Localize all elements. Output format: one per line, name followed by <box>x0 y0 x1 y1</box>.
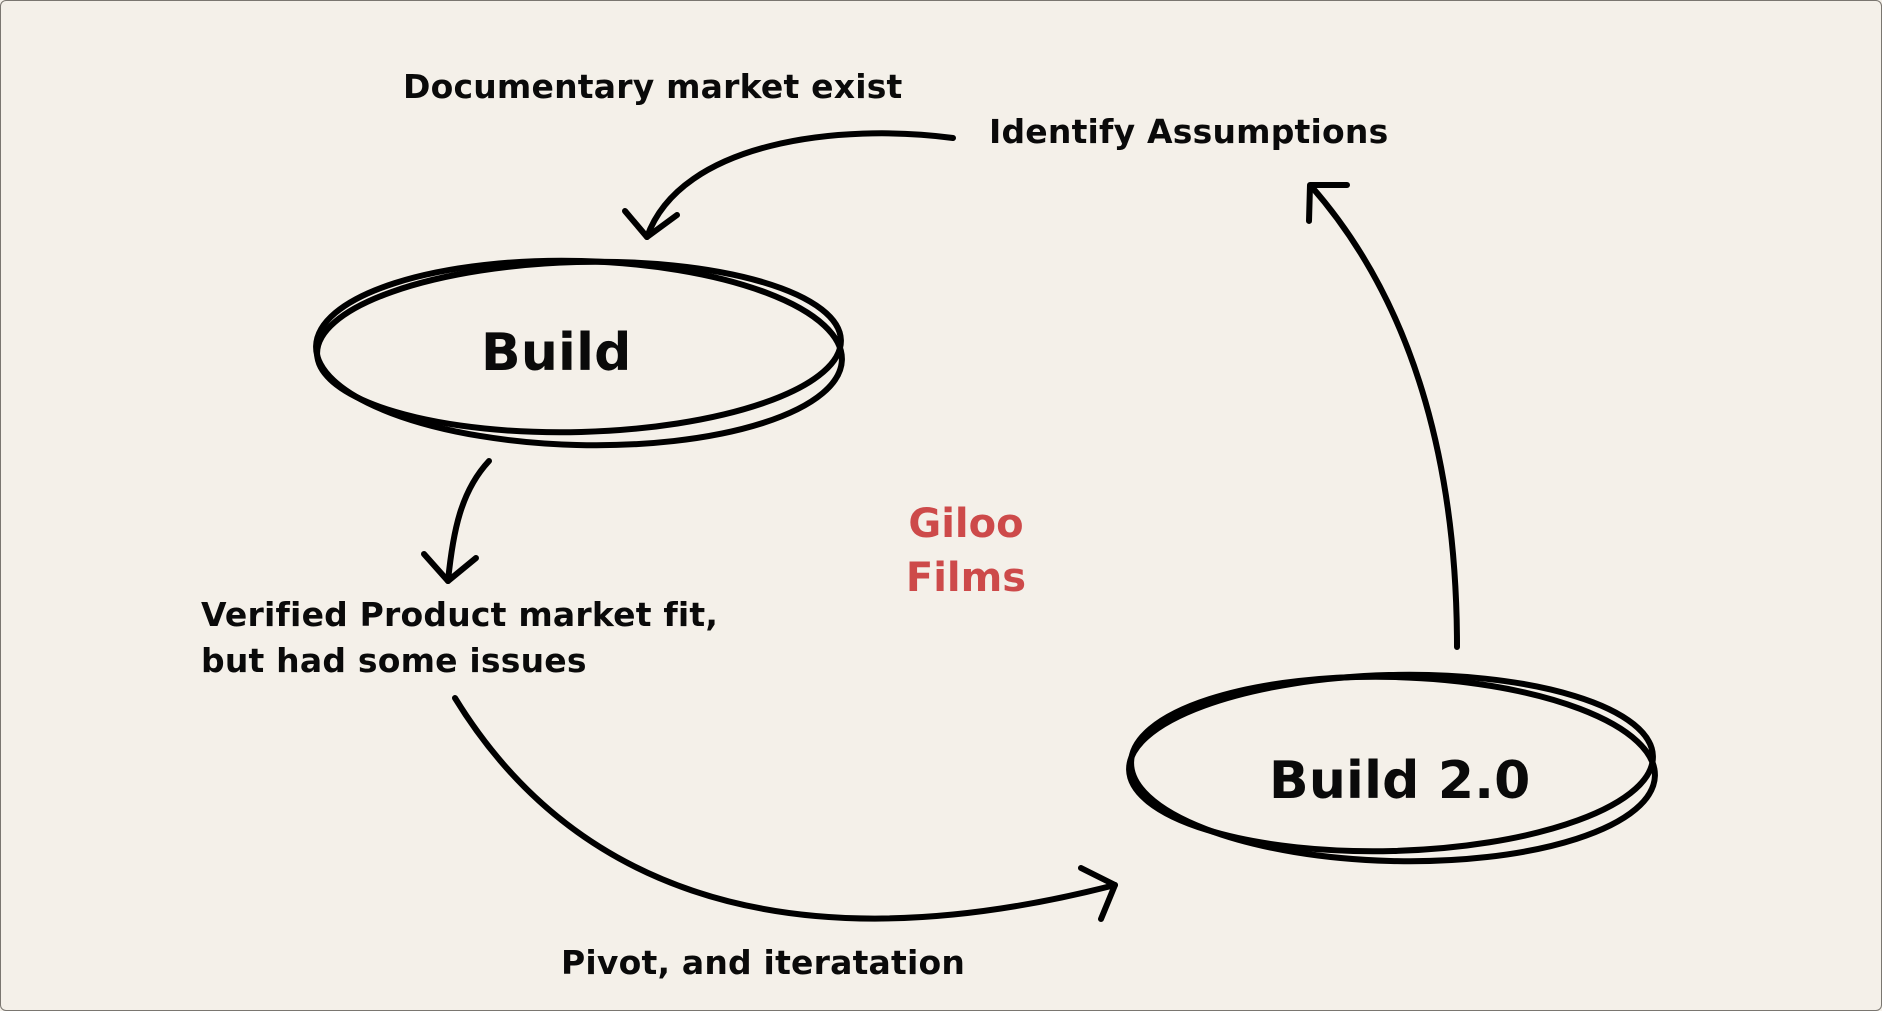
build2-ellipse <box>1126 671 1658 865</box>
node-build: Build <box>481 323 632 383</box>
brand-title: Giloo Films <box>881 497 1051 605</box>
node-build-2: Build 2.0 <box>1269 751 1531 811</box>
arrow-verified-to-build2 <box>452 695 1118 922</box>
pivot-label: Pivot, and iteratation <box>561 943 966 982</box>
arrow-build-to-verified <box>421 458 492 584</box>
verified-label-line2: but had some issues <box>201 641 587 680</box>
brand-line-2: Films <box>905 555 1027 601</box>
verified-label-line1: Verified Product market fit, <box>201 595 719 634</box>
identify-assumptions-label: Identify Assumptions <box>989 112 1389 151</box>
arrow-build2-to-assumptions <box>1306 182 1460 650</box>
market-exist-label: Documentary market exist <box>403 67 903 106</box>
arrow-assumptions-to-build <box>622 130 956 240</box>
brand-line-1: Giloo <box>908 501 1024 547</box>
build-ellipse <box>313 257 845 449</box>
